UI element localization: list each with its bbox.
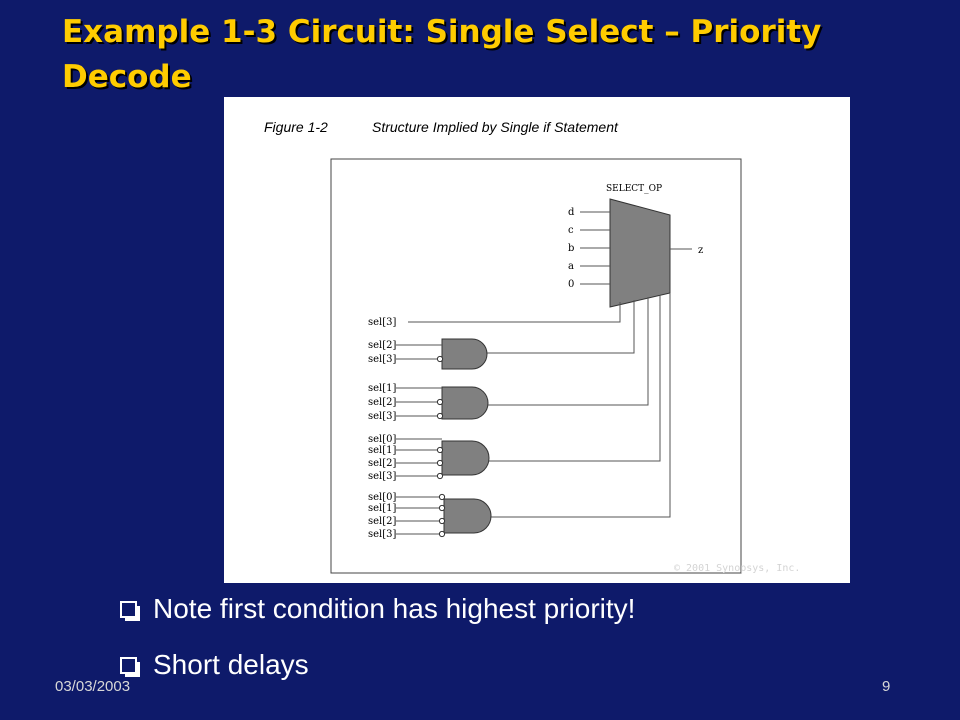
figure-copyright: © 2001 Synopsys, Inc.: [674, 563, 800, 574]
mux-input-0: 0: [568, 279, 574, 290]
gate1-input-1: sel[2]: [368, 340, 397, 351]
bullet-text: Note first condition has highest priorit…: [153, 593, 636, 624]
and-gate-3: [396, 438, 490, 480]
gate3-input-2: sel[1]: [368, 445, 397, 456]
figure-caption-number: Figure 1-2: [264, 119, 328, 135]
gate1-input-2: sel[3]: [368, 354, 397, 365]
gate2-input-1: sel[1]: [368, 383, 397, 394]
and-gate-4: [396, 493, 492, 538]
page-number: 9: [882, 678, 891, 695]
bullet-item: Note first condition has highest priorit…: [120, 587, 880, 631]
gate3-input-3: sel[2]: [368, 458, 397, 469]
mux-input-b: b: [568, 243, 574, 254]
mux-input-d: d: [568, 207, 575, 218]
and-gate-2: [396, 386, 489, 420]
gate2-input-3: sel[3]: [368, 411, 397, 422]
and-gate-1: [396, 338, 488, 370]
mux-input-wires: [580, 211, 692, 285]
top-signal-label: sel[3]: [368, 317, 397, 328]
gate3-input-4: sel[3]: [368, 471, 397, 482]
gate2-input-2: sel[2]: [368, 397, 397, 408]
gate4-input-1: sel[0]: [368, 492, 397, 503]
bullet-text: Short delays: [153, 649, 309, 680]
gate4-input-4: sel[3]: [368, 529, 397, 540]
gate4-input-3: sel[2]: [368, 516, 397, 527]
footer-date: 03/03/2003: [55, 678, 131, 695]
select-op-mux: [609, 198, 671, 308]
select-wires: [408, 293, 671, 518]
mux-input-a: a: [568, 261, 574, 272]
gate3-input-1: sel[0]: [368, 434, 397, 445]
mux-output-z: z: [698, 245, 703, 256]
mux-label: SELECT_OP: [606, 184, 662, 194]
slide-title: Example 1-3 Circuit: Single Select – Pri…: [62, 14, 822, 95]
mux-input-c: c: [568, 225, 574, 236]
checkbox-bullet-icon: [120, 600, 140, 621]
checkbox-bullet-icon: [120, 656, 140, 677]
circuit-figure: Figure 1-2 Structure Implied by Single i…: [224, 97, 850, 583]
bullet-list: Note first condition has highest priorit…: [120, 587, 880, 699]
gate4-input-2: sel[1]: [368, 503, 397, 514]
bullet-item: Short delays: [120, 643, 880, 687]
diagram-frame: [330, 158, 742, 574]
figure-caption-text: Structure Implied by Single if Statement: [372, 119, 619, 135]
